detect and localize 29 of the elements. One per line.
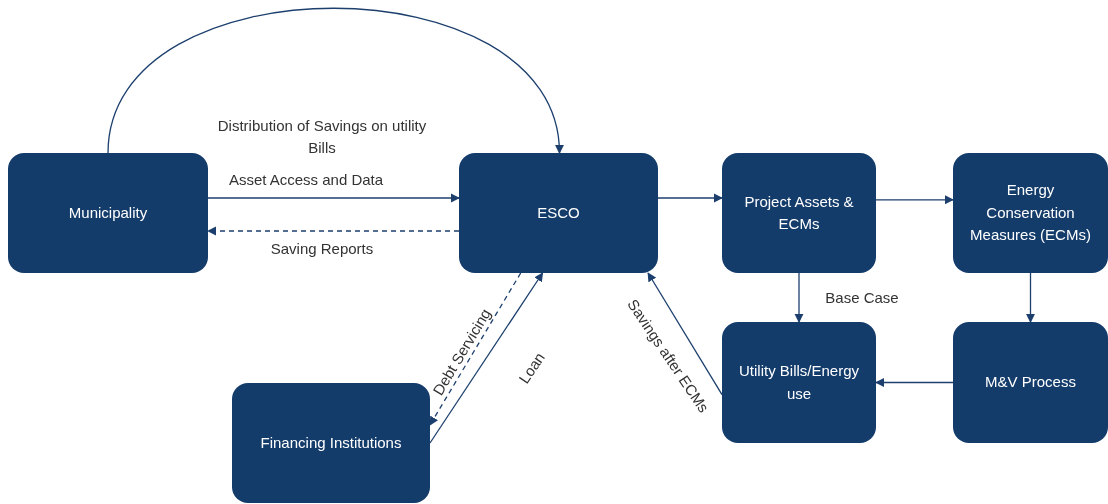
arrow bbox=[875, 377, 954, 388]
flow-note: Distribution of Savings on utility Bills bbox=[216, 116, 428, 158]
arrow bbox=[429, 272, 522, 426]
process-box bbox=[722, 153, 876, 273]
arrow bbox=[207, 226, 460, 236]
box-label: M&V Process bbox=[985, 372, 1076, 393]
arrow bbox=[429, 272, 544, 444]
arrow bbox=[794, 272, 804, 323]
arrow bbox=[1025, 272, 1036, 323]
box-label: Municipality bbox=[68, 202, 148, 223]
arrow bbox=[647, 272, 723, 396]
box-label: ESCO bbox=[537, 202, 580, 223]
process-box bbox=[953, 322, 1108, 443]
arrow bbox=[875, 195, 954, 205]
process-box bbox=[722, 322, 876, 443]
process-box bbox=[232, 383, 430, 503]
box-label: Project Assets & ECMs bbox=[743, 191, 855, 234]
process-box bbox=[953, 153, 1108, 273]
process-box bbox=[8, 153, 208, 273]
arrow bbox=[657, 193, 723, 203]
edge-label: Base Case bbox=[825, 289, 899, 307]
box-label: Financing Institutions bbox=[260, 432, 402, 453]
edge-label: Saving Reports bbox=[270, 240, 374, 258]
arrow bbox=[107, 7, 563, 154]
arrow bbox=[207, 193, 460, 203]
edge-label: Asset Access and Data bbox=[228, 171, 384, 189]
box-label: Utility Bills/Energy use bbox=[738, 361, 860, 404]
box-label: Energy Conservation Measures (ECMs) bbox=[969, 180, 1092, 246]
process-box bbox=[459, 153, 658, 273]
